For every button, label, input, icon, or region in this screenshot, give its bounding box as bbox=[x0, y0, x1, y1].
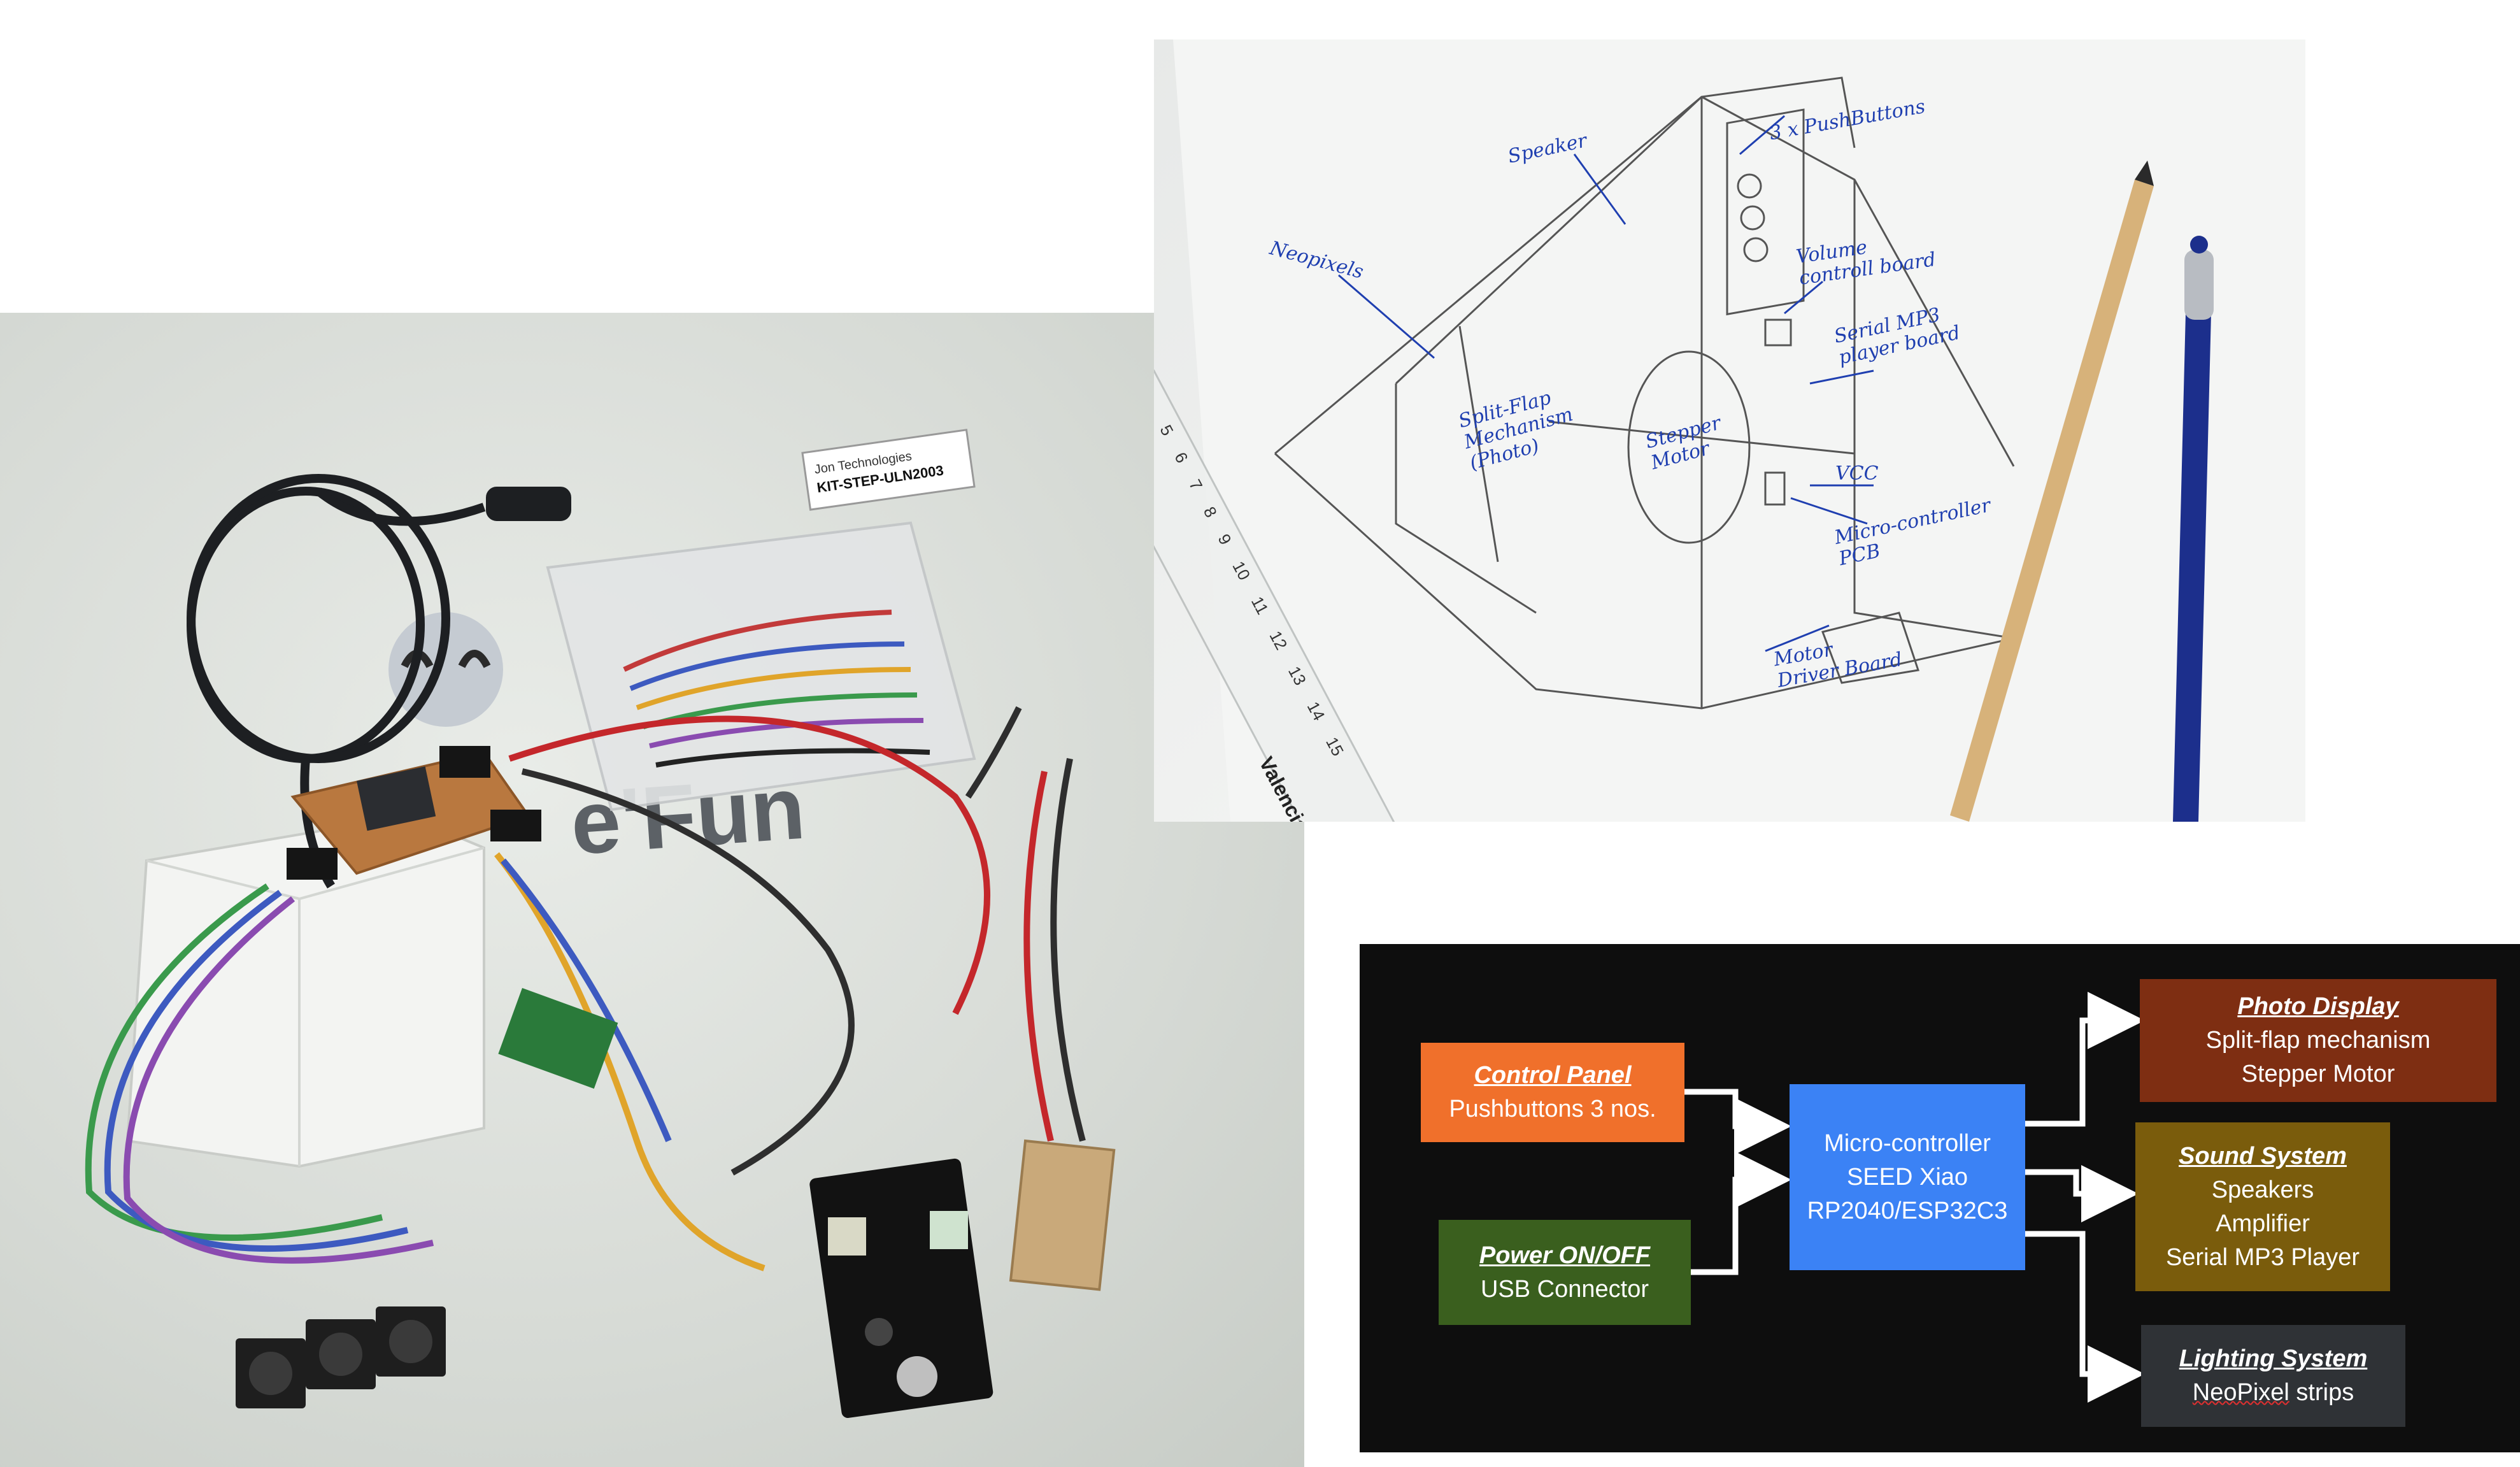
power-line: USB Connector bbox=[1480, 1275, 1649, 1303]
wire-bag: Jon Technologies KIT-STEP-ULN2003 bbox=[546, 429, 976, 812]
block-microcontroller: Micro-controller SEED Xiao RP2040/ESP32C… bbox=[1790, 1084, 2025, 1270]
pen bbox=[2173, 236, 2214, 822]
mcu-line-3: RP2040/ESP32C3 bbox=[1807, 1197, 2008, 1224]
annotation-leaders bbox=[1338, 115, 1874, 652]
ruler-tick: 8 bbox=[1199, 503, 1221, 521]
mcu-line-2: SEED Xiao bbox=[1846, 1163, 1968, 1191]
sound-system-line-2: Amplifier bbox=[2216, 1210, 2310, 1237]
block-diagram: Control Panel Pushbuttons 3 nos. Power O… bbox=[1360, 944, 2520, 1452]
sound-system-line-1: Speakers bbox=[2211, 1176, 2314, 1203]
arrow-mcu-to-lighting bbox=[2025, 1231, 2145, 1403]
jumper-wires bbox=[85, 706, 1086, 1271]
diagram-arrows bbox=[1684, 992, 2145, 1403]
amplifier-board bbox=[809, 1158, 993, 1419]
pencil bbox=[1950, 161, 2154, 822]
ruler-tick: 9 bbox=[1214, 531, 1235, 548]
sketch-illustration bbox=[1154, 39, 2305, 822]
ruler-tick: 6 bbox=[1171, 448, 1192, 466]
block-sound-system: Sound System Speakers Amplifier Serial M… bbox=[2135, 1122, 2390, 1291]
lighting-system-word-1: NeoPixel bbox=[2192, 1379, 2289, 1406]
block-lighting-system: Lighting System NeoPixel strips bbox=[2141, 1325, 2405, 1427]
arrow-mcu-to-photo bbox=[2025, 992, 2145, 1127]
photo-display-title: Photo Display bbox=[2237, 993, 2399, 1020]
arrow-control-to-mcu bbox=[1684, 1089, 1791, 1155]
block-control-panel: Control Panel Pushbuttons 3 nos. bbox=[1421, 1043, 1684, 1142]
lighting-system-word-2: strips bbox=[2296, 1379, 2354, 1406]
block-power: Power ON/OFF USB Connector bbox=[1439, 1220, 1691, 1325]
piezo-pad bbox=[1009, 1139, 1116, 1291]
ruler-tick: 7 bbox=[1185, 476, 1207, 494]
sound-system-line-3: Serial MP3 Player bbox=[2165, 1243, 2360, 1271]
arrow-mcu-to-sound bbox=[2025, 1165, 2139, 1222]
driver-board bbox=[498, 988, 618, 1089]
controller-pcb bbox=[287, 746, 541, 880]
arrow-power-to-mcu bbox=[1691, 1151, 1791, 1275]
annotation-vcc: VCC bbox=[1835, 462, 1879, 485]
ruler bbox=[1154, 369, 1404, 822]
sound-system-title: Sound System bbox=[2179, 1142, 2347, 1170]
photo-display-line-1: Split-flap mechanism bbox=[2205, 1027, 2431, 1054]
control-panel-line: Pushbuttons 3 nos. bbox=[1449, 1096, 1656, 1122]
lighting-system-title: Lighting System bbox=[2179, 1345, 2368, 1372]
photo-display-line-2: Stepper Motor bbox=[2241, 1061, 2395, 1087]
components-illustration: e'Fun Jon Technologies KIT-STEP-ULN2003 bbox=[85, 429, 1116, 1419]
components-photo: e'Fun Jon Technologies KIT-STEP-ULN2003 bbox=[0, 313, 1304, 1467]
control-panel-title: Control Panel bbox=[1474, 1062, 1632, 1089]
pushbuttons bbox=[236, 1306, 446, 1408]
block-photo-display: Photo Display Split-flap mechanism Stepp… bbox=[2140, 979, 2496, 1102]
usb-cable bbox=[187, 474, 571, 889]
power-title: Power ON/OFF bbox=[1479, 1242, 1651, 1269]
mcu-line-1: Micro-controller bbox=[1824, 1129, 1991, 1157]
lighting-system-line: NeoPixel strips bbox=[2193, 1376, 2354, 1410]
pencil-sketch bbox=[1274, 76, 2015, 710]
sketch-photo: Speaker 3 x PushButtons Neopixels Volume… bbox=[1154, 39, 2305, 822]
